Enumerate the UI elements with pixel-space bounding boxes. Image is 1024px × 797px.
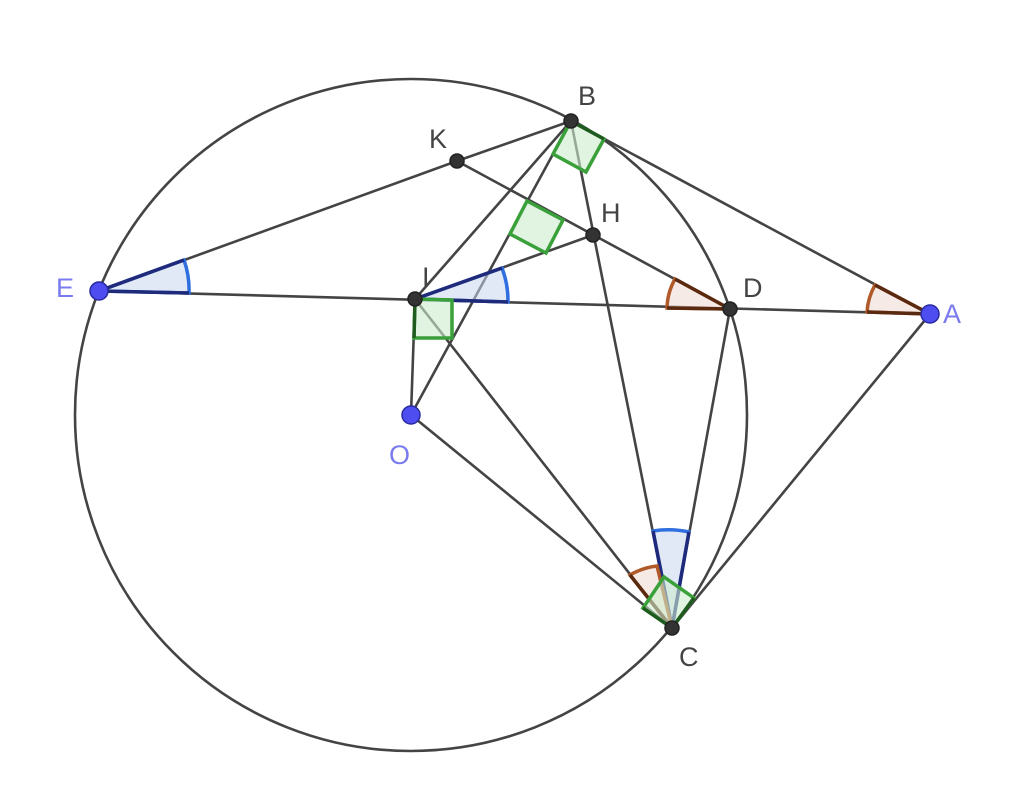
segment-bo <box>409 119 573 417</box>
label-k: K <box>429 124 447 154</box>
point-c <box>664 620 680 636</box>
segments <box>97 119 932 630</box>
right-angle-markers <box>412 118 697 631</box>
circle-o <box>73 77 749 753</box>
labels: B K H I D C E A O <box>56 81 961 672</box>
label-a: A <box>943 299 961 329</box>
segment-kb <box>455 119 573 163</box>
points <box>89 113 940 636</box>
segment-ea <box>97 289 932 316</box>
segment-oc <box>409 413 674 630</box>
point-k <box>449 153 465 169</box>
segment-ac <box>670 312 932 630</box>
point-a <box>920 304 940 324</box>
segment-ic <box>413 297 674 630</box>
point-b <box>563 113 579 129</box>
right-angle-marker-b <box>550 118 607 175</box>
angle-marker-a-edge <box>866 283 931 316</box>
angle-marker-d-edge <box>666 277 731 311</box>
segment-bi <box>413 119 573 301</box>
point-e <box>89 281 109 301</box>
point-h <box>585 227 601 243</box>
point-d <box>722 301 738 317</box>
label-o: O <box>389 440 410 470</box>
angle-marker-e-edge <box>98 258 190 295</box>
angle-marker-e <box>98 257 191 295</box>
segment-ba <box>569 119 932 316</box>
label-i: I <box>422 262 430 292</box>
label-e: E <box>56 273 74 303</box>
right-angle-marker-h <box>507 198 566 256</box>
label-c: C <box>679 642 699 672</box>
point-i <box>407 291 423 307</box>
label-d: D <box>743 273 763 303</box>
label-b: B <box>578 81 596 111</box>
point-o <box>401 405 421 425</box>
angle-markers <box>98 257 931 630</box>
label-h: H <box>601 198 621 228</box>
